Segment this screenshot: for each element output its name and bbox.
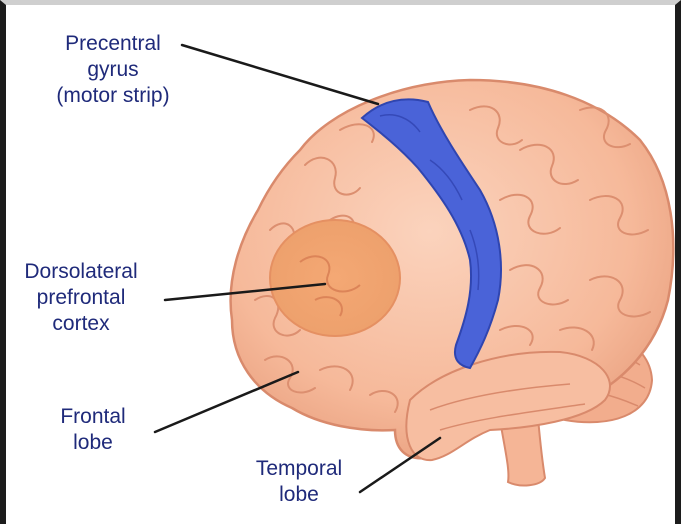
frontal-leader [155,372,298,432]
dorsolateral-prefrontal-cortex-label: Dorsolateral prefrontal cortex [0,259,162,337]
dlpfc-region [270,220,400,336]
temporal-lobe-label: Temporal lobe [238,456,360,508]
precentral-gyrus-label: Precentral gyrus (motor strip) [26,31,200,109]
frontal-lobe-label: Frontal lobe [38,404,148,456]
precentral-leader [182,45,378,104]
